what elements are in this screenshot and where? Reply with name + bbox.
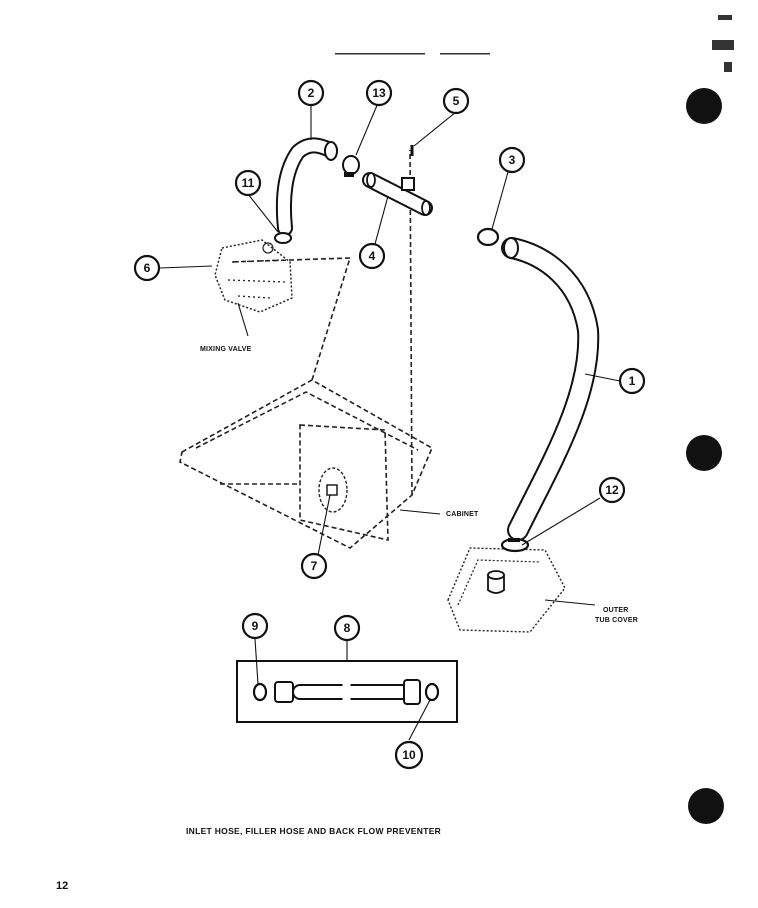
svg-text:10: 10	[402, 748, 416, 762]
svg-text:13: 13	[372, 86, 386, 100]
binder-hole-middle	[686, 435, 722, 471]
callout-11: 11	[234, 169, 262, 197]
svg-text:8: 8	[344, 621, 351, 635]
callout-6: 6	[133, 254, 161, 282]
callout-7: 7	[300, 552, 328, 580]
filler-hose-upper	[275, 137, 338, 236]
label-tub-cover: TUB COVER	[595, 617, 638, 624]
binder-hole-bottom	[688, 788, 724, 824]
callout-1: 1	[618, 367, 646, 395]
callout-4: 4	[358, 242, 386, 270]
callout-13: 13	[365, 79, 393, 107]
svg-text:2: 2	[308, 86, 315, 100]
svg-text:1: 1	[629, 374, 636, 388]
label-outer: OUTER	[603, 607, 629, 614]
scan-specks	[335, 15, 734, 72]
binder-holes	[686, 88, 724, 824]
callout-9: 9	[241, 612, 269, 640]
svg-text:7: 7	[311, 559, 318, 573]
mixing-valve	[214, 239, 293, 313]
back-flow-kit-box	[236, 660, 458, 723]
callout-8: 8	[333, 614, 361, 642]
svg-text:3: 3	[509, 153, 516, 167]
clamp-12	[500, 537, 530, 553]
callout-5: 5	[442, 87, 470, 115]
figure-caption: INLET HOSE, FILLER HOSE AND BACK FLOW PR…	[186, 826, 441, 836]
svg-text:6: 6	[144, 261, 151, 275]
cabinet	[179, 149, 434, 549]
svg-text:11: 11	[242, 176, 255, 190]
callout-2: 2	[297, 79, 325, 107]
svg-text:9: 9	[252, 619, 259, 633]
svg-text:4: 4	[369, 249, 376, 263]
binder-hole-top	[686, 88, 722, 124]
page-number: 12	[56, 880, 68, 892]
clamp-3	[476, 227, 500, 247]
outer-tub-cover	[447, 547, 566, 633]
svg-text:12: 12	[605, 483, 619, 497]
leader-lines	[159, 102, 621, 741]
callout-10: 10	[394, 740, 424, 770]
label-mixing-valve: MIXING VALVE	[200, 346, 252, 353]
callout-3: 3	[498, 146, 526, 174]
clamp-11	[274, 232, 292, 244]
label-cabinet: CABINET	[446, 511, 479, 518]
clamp-13	[342, 155, 360, 177]
tee-connector	[362, 172, 433, 216]
fill-hose-long	[501, 237, 600, 541]
svg-text:5: 5	[453, 94, 460, 108]
callout-12: 12	[598, 476, 626, 504]
